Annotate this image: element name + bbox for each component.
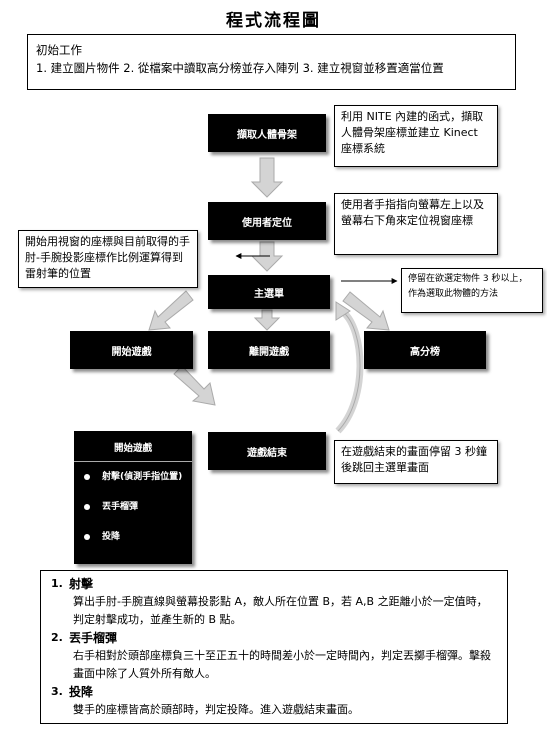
bullet-icon [84,504,90,510]
bullet-icon [84,474,90,480]
arrow-main-to-highscore [342,291,390,331]
arrow-main-to-start [148,290,194,331]
details-box: 1. 射擊 算出手肘-手腕直線與螢幕投影點 A，敵人所在位置 B，若 A,B 之… [40,570,508,724]
submenu-item-grenade: 丟手榴彈 [74,492,192,522]
note-skeleton: 利用 NITE 內建的函式，擷取人體骨架座標並建立 Kinect 座標系統 [334,105,498,167]
arrow-main-to-leave [253,309,281,331]
node-main-menu: 主選單 [208,275,330,309]
note-game-over: 在遊戲結束的畫面停留 3 秒鐘後跳回主選單畫面 [334,440,498,484]
arrow-gameover-to-main [335,301,364,434]
note-locate: 使用者手指指向螢幕左上以及螢幕右下角來定位視窗座標 [334,193,498,255]
detail-item-surrender: 3. 投降 雙手的座標皆高於頭部時，判定投降。進入遊戲結束畫面。 [51,685,359,716]
game-submenu-title: 開始遊戲 [74,431,192,462]
node-skeleton: 擷取人體骨架 [208,114,326,152]
init-heading: 初始工作 [36,43,82,57]
init-work-box: 初始工作 1. 建立圖片物件 2. 從檔案中讀取高分榜並存入陣列 3. 建立視窗… [27,34,516,90]
submenu-item-shoot: 射擊(偵測手指位置) [74,462,192,492]
node-leave-game: 離開遊戲 [208,331,330,369]
node-start-game: 開始遊戲 [70,331,193,369]
arrow-start-to-gameover [173,365,216,406]
submenu-item-surrender: 投降 [74,522,192,552]
note-mapping: 開始用視窗的座標與目前取得的手肘-手腕投影座標作比例運算得到雷射筆的位置 [18,230,198,288]
note-select: 停留在欲選定物件 3 秒以上，作為選取此物體的方法 [401,268,543,313]
node-high-score: 高分榜 [364,331,486,369]
game-submenu: 開始遊戲 射擊(偵測手指位置) 丟手榴彈 投降 [74,431,192,564]
detail-item-grenade: 2. 丟手榴彈 右手相對於頭部座標負三十至正五十的時間差小於一定時間內，判定丟擲… [51,631,491,680]
arrow-skeleton-to-locate [250,157,284,198]
node-locate: 使用者定位 [208,202,326,240]
node-game-over: 遊戲結束 [208,432,326,470]
diagram-title: 程式流程圖 [226,11,321,31]
detail-item-shoot: 1. 射擊 算出手肘-手腕直線與螢幕投影點 A，敵人所在位置 B，若 A,B 之… [51,577,488,626]
bullet-icon [84,534,90,540]
init-steps: 1. 建立圖片物件 2. 從檔案中讀取高分榜並存入陣列 3. 建立視窗並移置適當… [36,61,444,75]
